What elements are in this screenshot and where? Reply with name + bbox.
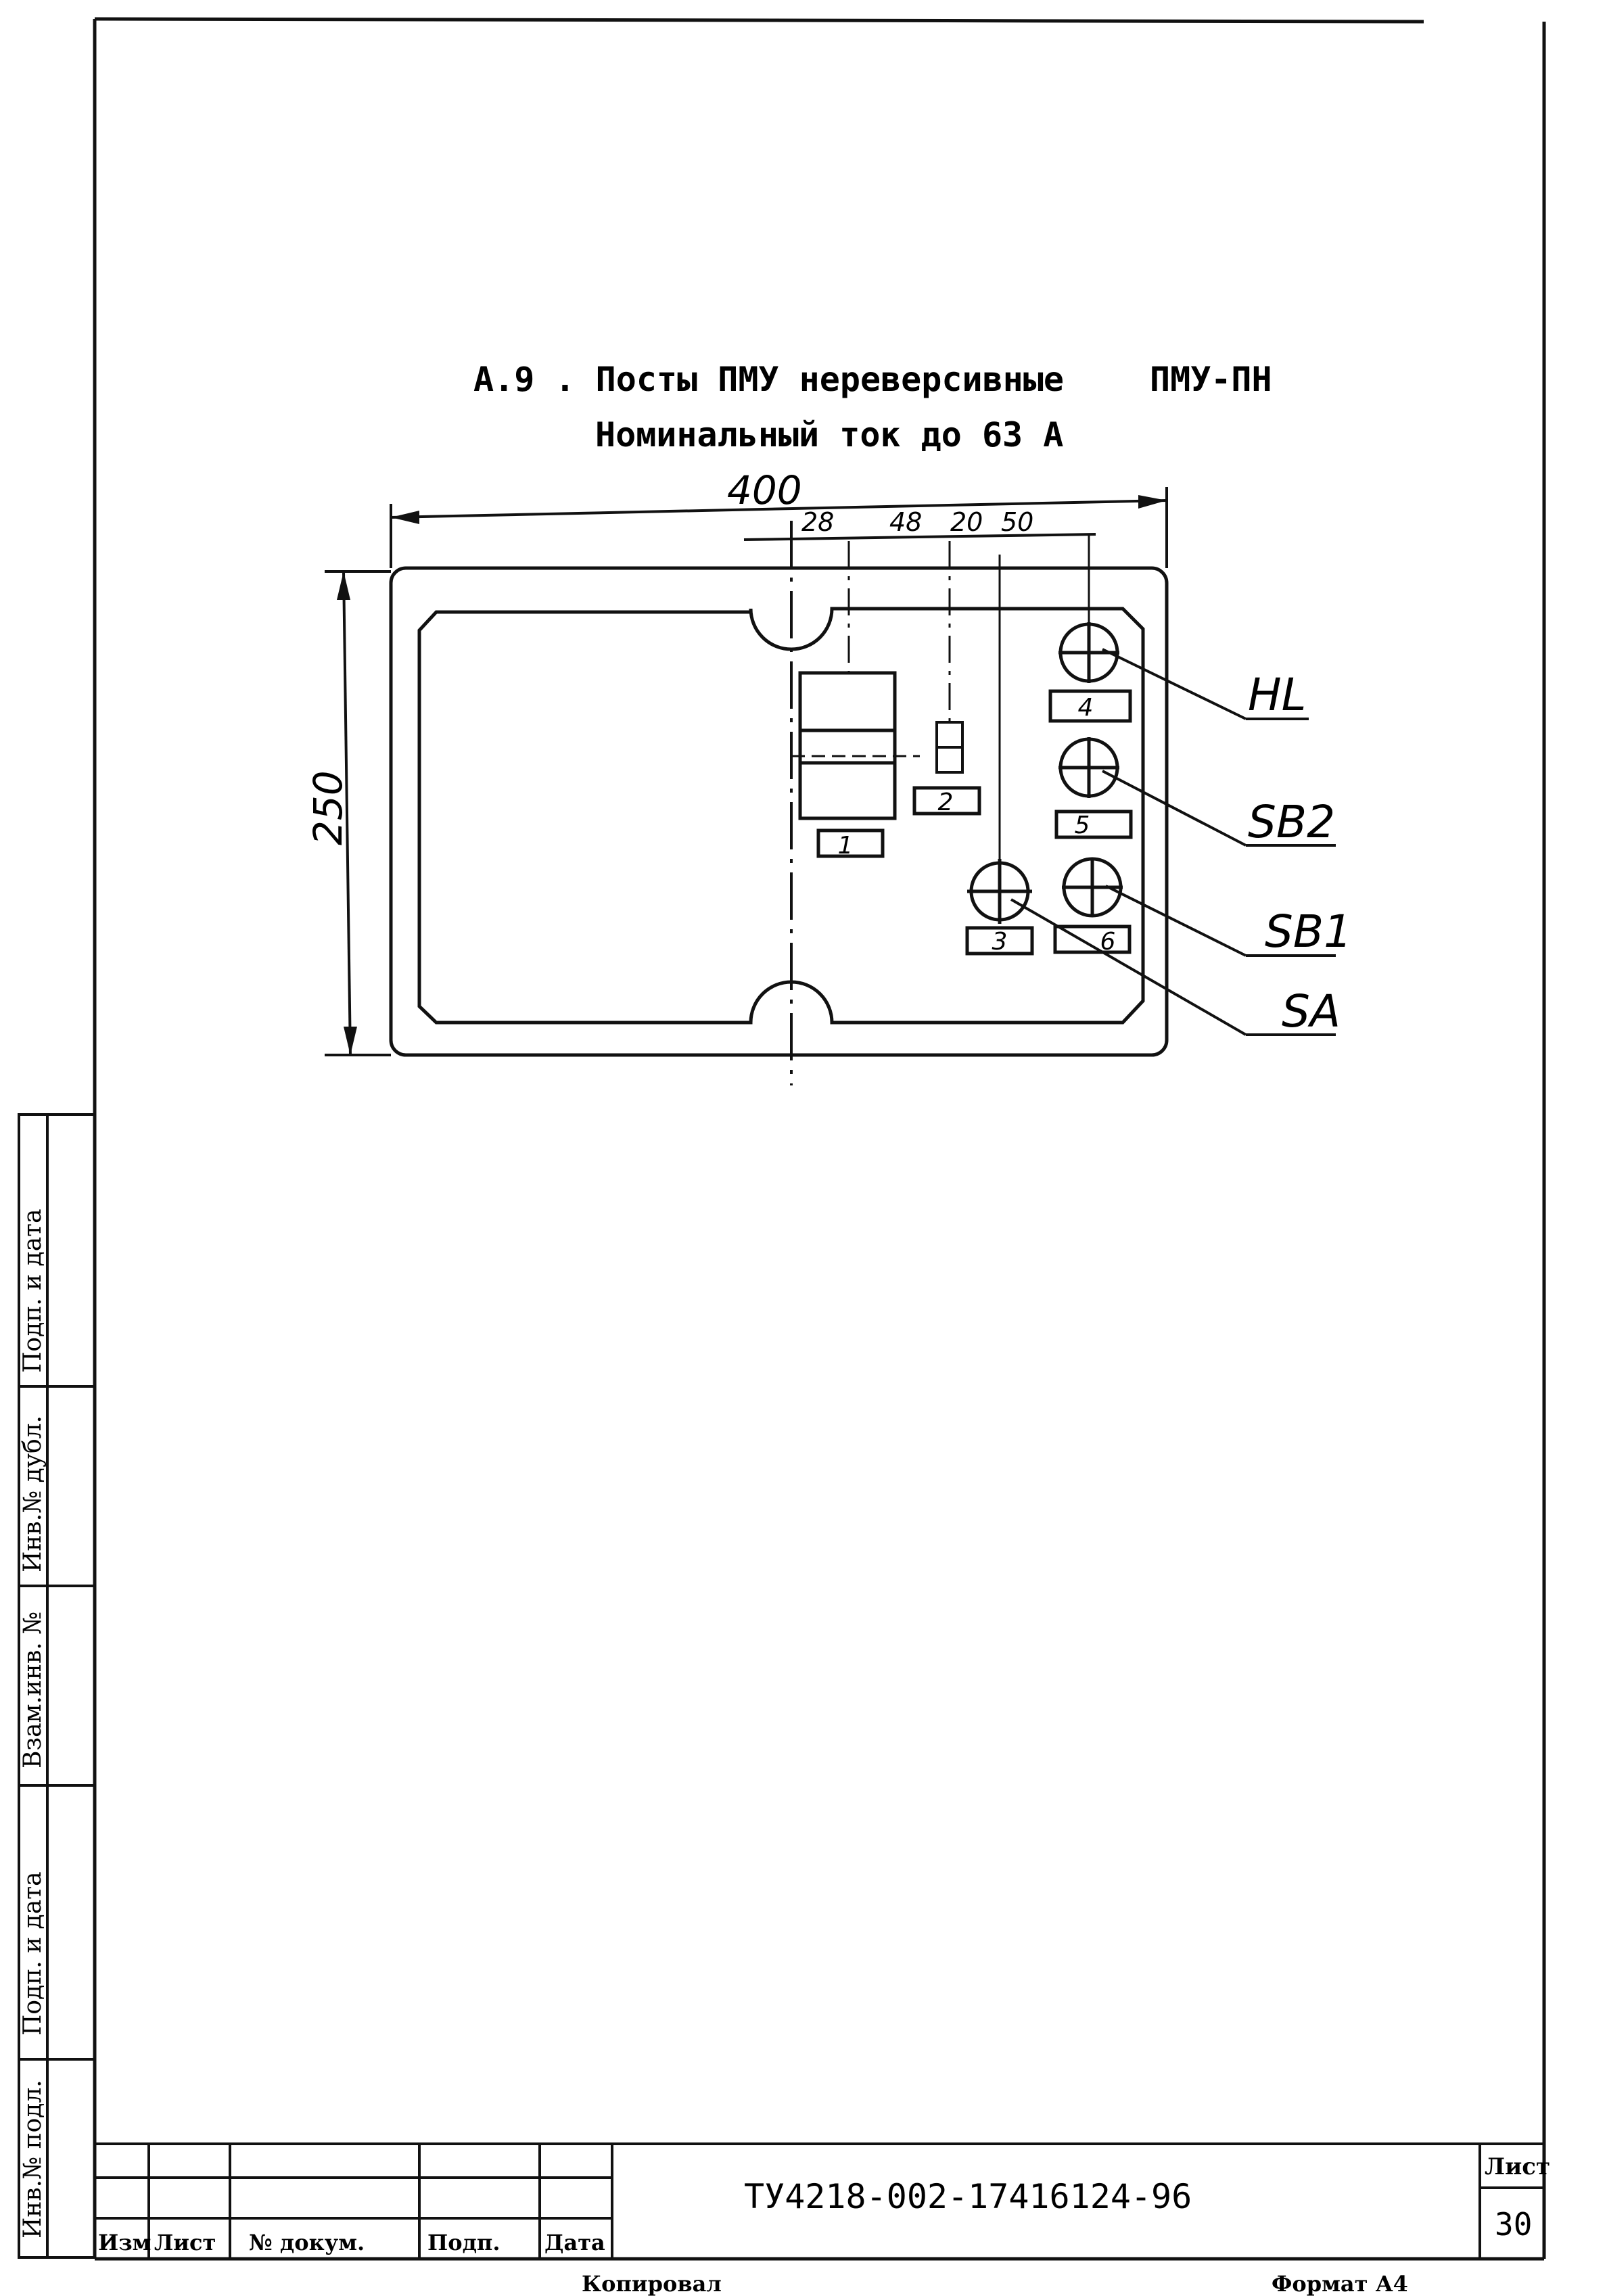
- position-box-1: [816, 828, 885, 858]
- enclosure-inner: [417, 607, 1145, 1025]
- left-strip: [18, 1113, 96, 2259]
- dim-28: 28: [801, 507, 834, 537]
- tb-sheet-label: Лист: [1485, 2153, 1550, 2180]
- device-3: [967, 555, 1032, 924]
- sheet-frame: [93, 17, 1546, 2261]
- dimension-arrows: [337, 495, 1167, 1055]
- footer-copied: Копировал: [582, 2271, 722, 2296]
- tb-data: Дата: [544, 2230, 605, 2255]
- device-2: [935, 541, 964, 774]
- heading-line2: Номинальный ток до 63 А: [595, 415, 1063, 454]
- callout-hl: HL: [1248, 669, 1306, 721]
- position-label-1: 1: [838, 832, 854, 860]
- leader-sb1: [1105, 885, 1247, 957]
- callout-sa: SA: [1282, 985, 1341, 1037]
- position-box-3: [965, 926, 1034, 956]
- device-1: [791, 541, 920, 820]
- strip-podp-data-2: Подп. и дата: [19, 1209, 47, 1373]
- tb-doc-no: № докум.: [249, 2230, 365, 2255]
- position-label-3: 3: [992, 928, 1008, 956]
- leader-hl: [1102, 648, 1247, 720]
- position-label-2: 2: [938, 789, 954, 816]
- tb-list: Лист: [154, 2230, 216, 2255]
- device-6: [1062, 857, 1123, 918]
- enclosure-drawing: [389, 566, 1169, 1057]
- footer-format: Формат А4: [1272, 2271, 1408, 2296]
- strip-podp-data-1: Подп. и дата: [19, 1871, 47, 2036]
- leader-sb2: [1102, 770, 1247, 847]
- strip-inv-podl: Инв.№ подл.: [19, 2080, 47, 2239]
- position-box-6: [1053, 924, 1132, 954]
- tb-sheet-number: 30: [1495, 2206, 1532, 2243]
- dim-50: 50: [1001, 507, 1033, 537]
- strip-vzam-inv: Взам.инв. №: [19, 1612, 47, 1768]
- tb-izm: Изм: [98, 2230, 151, 2255]
- dim-height: 250: [305, 770, 351, 845]
- leader-sa: [1010, 898, 1247, 1036]
- heading-line1: А.9 . Посты ПМУ нереверсивные: [473, 360, 1064, 399]
- strip-inv-dubl: Инв.№ дубл.: [19, 1415, 47, 1572]
- position-box-2: [912, 786, 981, 816]
- tb-designation: ТУ4218-002-17416124-96: [744, 2177, 1192, 2216]
- enclosure-outer: [389, 566, 1169, 1057]
- heading-code: ПМУ-ПН: [1150, 360, 1272, 399]
- position-label-6: 6: [1100, 928, 1116, 956]
- dim-48: 48: [889, 507, 922, 537]
- device-5: [1058, 737, 1119, 798]
- position-label-5: 5: [1075, 812, 1090, 839]
- leader-lines: [1010, 648, 1336, 1036]
- dimension-lines: [325, 487, 1168, 1056]
- position-box-4: [1048, 689, 1132, 723]
- dim-20: 20: [950, 507, 983, 537]
- dim-width: 400: [727, 467, 802, 513]
- position-box-5: [1054, 810, 1133, 839]
- position-label-4: 4: [1078, 694, 1094, 722]
- callout-sb2: SB2: [1248, 796, 1335, 848]
- tb-podp: Подп.: [427, 2230, 500, 2255]
- title-block: [95, 2142, 1544, 2259]
- callout-sb1: SB1: [1265, 906, 1352, 958]
